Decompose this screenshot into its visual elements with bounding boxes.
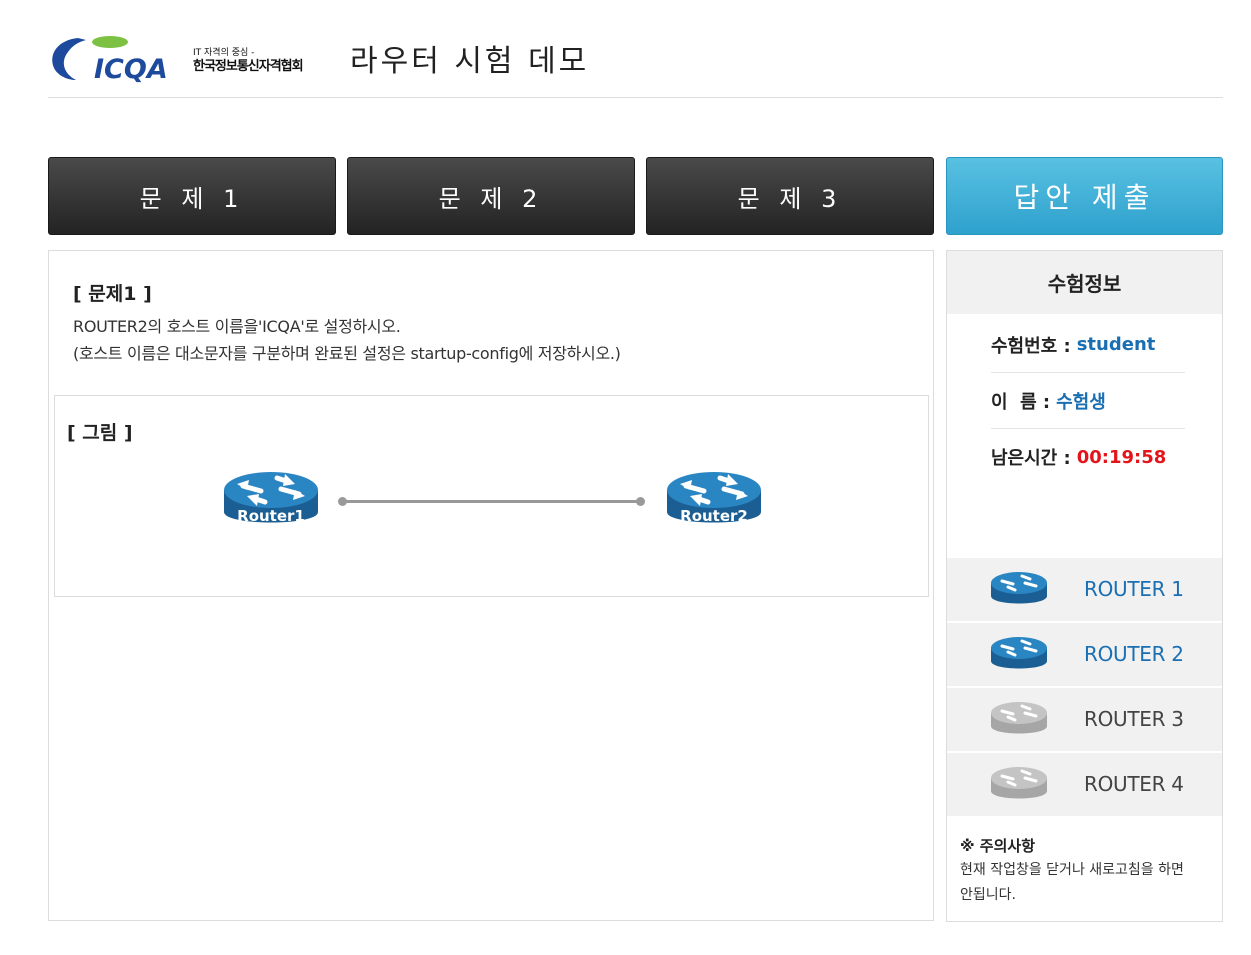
submit-answer-button[interactable]: 답안 제출 [946, 157, 1223, 235]
list-divider [947, 621, 1222, 623]
router-list-label: ROUTER 2 [1084, 642, 1184, 666]
examinee-name-value: 수험생 [1056, 391, 1106, 413]
list-divider [947, 686, 1222, 688]
question-text-line2: (호스트 이름은 대소문자를 구분하며 완료된 설정은 startup-conf… [73, 344, 621, 363]
router-list-label: ROUTER 3 [1084, 707, 1184, 731]
router-list-item-3[interactable]: ROUTER 3 [947, 688, 1222, 751]
list-divider [947, 751, 1222, 753]
exam-info-title: 수험정보 [947, 251, 1222, 314]
exam-number-value: student [1076, 334, 1156, 355]
icqa-logo-icon: ICQA [52, 36, 168, 84]
remaining-time-row: 남은시간 : 00:19:58 [991, 429, 1185, 485]
remaining-time-value: 00:19:58 [1076, 446, 1167, 468]
header: ICQA IT 자격의 중심 - 한국정보통신자격협회 라우터 시험 데모 [48, 24, 1223, 98]
question-panel: [ 문제1 ] ROUTER2의 호스트 이름을'ICQA'로 설정하시오. (… [48, 250, 934, 921]
router-icon-disabled [991, 702, 1047, 734]
router-icon [991, 637, 1047, 669]
question-title: [ 문제1 ] [73, 283, 152, 305]
tab-question-1[interactable]: 문 제 1 [48, 157, 336, 235]
router-link-line [342, 500, 640, 503]
logo-sub-line1: IT 자격의 중심 - [193, 48, 255, 58]
router-list-label: ROUTER 1 [1084, 577, 1184, 601]
topology-figure: [ 그림 ] Router1 Router2 [54, 395, 929, 597]
router-list-item-2[interactable]: ROUTER 2 [947, 623, 1222, 686]
examinee-name-row: 이 름 : 수험생 [991, 373, 1185, 429]
icqa-logo: ICQA IT 자격의 중심 - 한국정보통신자격협회 [48, 34, 318, 84]
svg-text:ICQA: ICQA [94, 54, 168, 84]
tab-question-3[interactable]: 문 제 3 [646, 157, 934, 235]
logo-sub-line2: 한국정보통신자격협회 [193, 59, 304, 74]
remaining-time-label: 남은시간 : [991, 448, 1071, 469]
router-icon [991, 572, 1047, 604]
router-list-item-1[interactable]: ROUTER 1 [947, 558, 1222, 621]
svg-text:Router1: Router1 [237, 507, 305, 525]
exam-number-label: 수험번호 : [991, 335, 1071, 357]
router-list-label: ROUTER 4 [1084, 772, 1184, 796]
figure-title: [ 그림 ] [67, 422, 133, 444]
router2-icon: Router2 [667, 472, 761, 525]
svg-text:Router2: Router2 [680, 507, 748, 525]
notice-title: ※ 주의사항 [960, 837, 1036, 855]
examinee-name-label: 이 름 : [991, 391, 1051, 413]
router1-icon: Router1 [224, 472, 318, 525]
link-endpoint [636, 497, 645, 506]
router-icon-disabled [991, 767, 1047, 799]
question-text-line1: ROUTER2의 호스트 이름을'ICQA'로 설정하시오. [73, 317, 401, 336]
exam-number-row: 수험번호 : student [991, 317, 1185, 373]
router-list-item-4[interactable]: ROUTER 4 [947, 753, 1222, 816]
exam-info-panel: 수험정보 수험번호 : student 이 름 : 수험생 남은시간 : 00:… [946, 250, 1223, 922]
logo-subtitle: IT 자격의 중심 - 한국정보통신자격협회 [193, 48, 304, 75]
tab-question-2[interactable]: 문 제 2 [347, 157, 635, 235]
page-title: 라우터 시험 데모 [350, 44, 590, 79]
notice-text: 현재 작업창을 닫거나 새로고침을 하면 안됩니다. [960, 862, 1184, 903]
